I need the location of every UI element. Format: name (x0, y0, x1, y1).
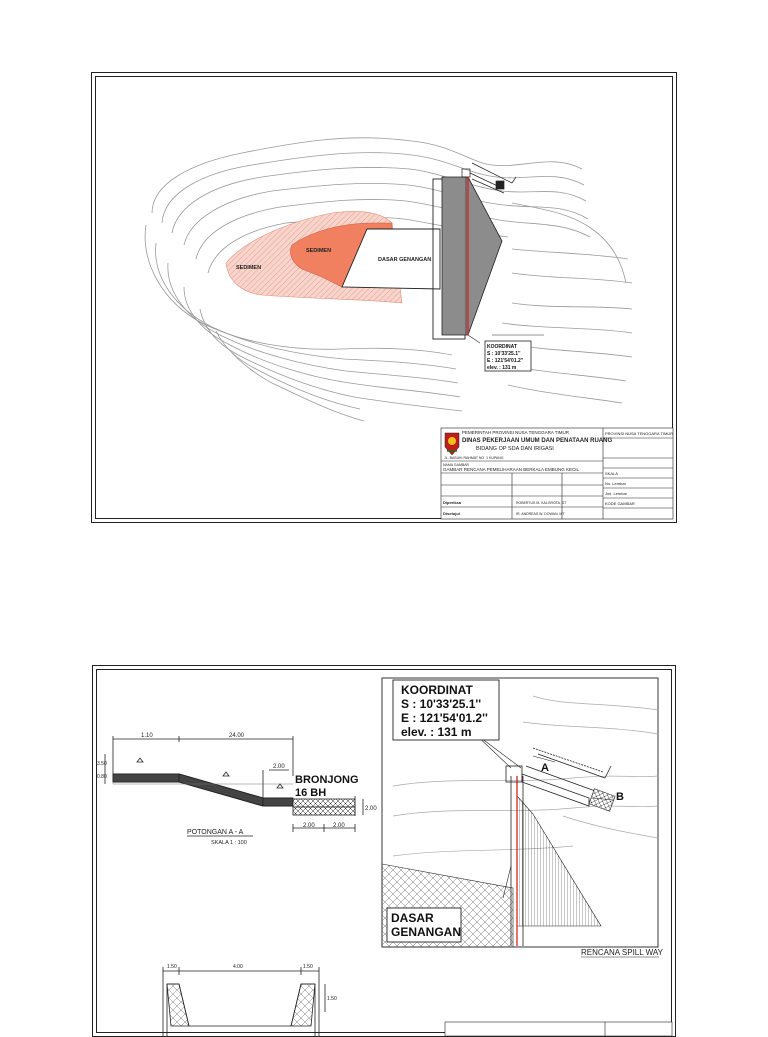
spill-coord-elev: elev. : 131 m (401, 725, 472, 739)
spillway-caption: RENCANA SPILL WAY (581, 948, 664, 957)
dim-1-10: 1.10 (141, 733, 153, 739)
ch-dim-3: 1.50 (303, 964, 313, 970)
spill-coord-e: E : 121'54'01.2'' (401, 711, 488, 725)
section-title: POTONGAN A - A (187, 829, 244, 836)
coord-e: E : 121'54'01.2'' (487, 358, 523, 364)
tb-drawing-title: GAMBAR RENCANA PEMELIHARAAN BERKALA EMBU… (443, 467, 580, 472)
dim-right: 2.00 (365, 806, 377, 812)
dim-24-00: 24.00 (229, 733, 245, 739)
bronjong-count: 16 BH (295, 787, 326, 799)
spill-label-a: A (541, 762, 549, 774)
tb-skala: SKALA (605, 471, 618, 476)
coordinate-box-large: KOORDINAT S : 10'33'25.1'' E : 121'54'01… (392, 679, 500, 741)
tb-address: JL. BASUKI RAHMAT NO. 1 KUPANG (444, 456, 504, 460)
ch-dim-right: 1.50 (327, 996, 337, 1002)
coord-s: S : 10'33'25.1'' (487, 351, 520, 357)
plan-sheet-border (95, 76, 673, 519)
spill-dasar-2: GENANGAN (391, 925, 461, 939)
tb-no-lembar: No. Lembar (605, 481, 627, 486)
spillway-small (461, 162, 517, 194)
title-block-partial (444, 1021, 673, 1036)
dasar-genangan-zone (341, 228, 441, 290)
coordinate-box: KOORDINAT S : 10'33'25.1'' E : 121'54'01… (484, 340, 532, 372)
title-block (440, 427, 674, 520)
tb-jumlah: Jml. Lembar (605, 491, 628, 496)
coord-elev: elev. : 131 m (487, 365, 517, 371)
tb-kode: KODE GAMBAR (605, 501, 635, 506)
detail-drawing: 1.10 24.00 3.50 0.80 2.00 BRONJONG 16 BH… (97, 677, 673, 1036)
detail-sheet: 1.10 24.00 3.50 0.80 2.00 BRONJONG 16 BH… (92, 665, 676, 1037)
channel-section (162, 967, 326, 1036)
section-scale: SKALA 1 : 100 (211, 840, 247, 846)
spill-dasar-1: DASAR (391, 911, 434, 925)
spill-coord-s: S : 10'33'25.1'' (401, 697, 481, 711)
bronjong-label: BRONJONG (295, 774, 359, 786)
dim-bottom-1: 2.00 (303, 823, 315, 829)
tb-name2: IR. ANDREAS W. DOWAN, MT (516, 512, 565, 516)
dim-0-80: 0.80 (97, 774, 107, 780)
dim-bottom-2: 2.00 (333, 823, 345, 829)
dim-2-00-top: 2.00 (273, 764, 285, 770)
dasar-genangan-box: DASAR GENANGAN (386, 907, 462, 943)
sedimen-label-left: SEDIMEN (236, 265, 261, 271)
tb-drawing-label: NAMA GAMBAR (443, 463, 470, 467)
tb-bidang: BIDANG OP SDA DAN IRIGASI (476, 446, 554, 452)
section-aa (104, 736, 364, 832)
coord-title: KOORDINAT (487, 344, 517, 350)
tb-gov: PEMERINTAH PROVINSI NUSA TENGGARA TIMUR (462, 430, 570, 435)
dasar-genangan-label: DASAR GENANGAN (378, 257, 431, 263)
sedimen-label-right: SEDIMEN (306, 248, 331, 254)
site-plan-drawing: SEDIMEN SEDIMEN DASAR GENANGAN KOORDINAT… (144, 137, 674, 520)
tb-row-digambar: Diperiksa (443, 500, 462, 505)
dam-body (441, 176, 503, 336)
tb-dept: DINAS PEKERJAAN UMUM DAN PENATAAN RUANG (462, 438, 612, 444)
tb-province: PROVINSI NUSA TENGGARA TIMUR (605, 431, 673, 436)
spill-label-b: B (616, 791, 624, 803)
tb-name1: ROBERTUS M. KALGROTA, ST (516, 501, 567, 505)
plan-sheet: SEDIMEN SEDIMEN DASAR GENANGAN KOORDINAT… (91, 72, 677, 523)
tb-row-disetujui: Disetujui (443, 511, 460, 516)
ch-dim-2: 4.00 (233, 964, 243, 970)
dim-3-50: 3.50 (97, 761, 107, 767)
spill-coord-title: KOORDINAT (401, 683, 473, 697)
logo-emblem (444, 432, 460, 456)
ch-dim-1: 1.50 (167, 964, 177, 970)
